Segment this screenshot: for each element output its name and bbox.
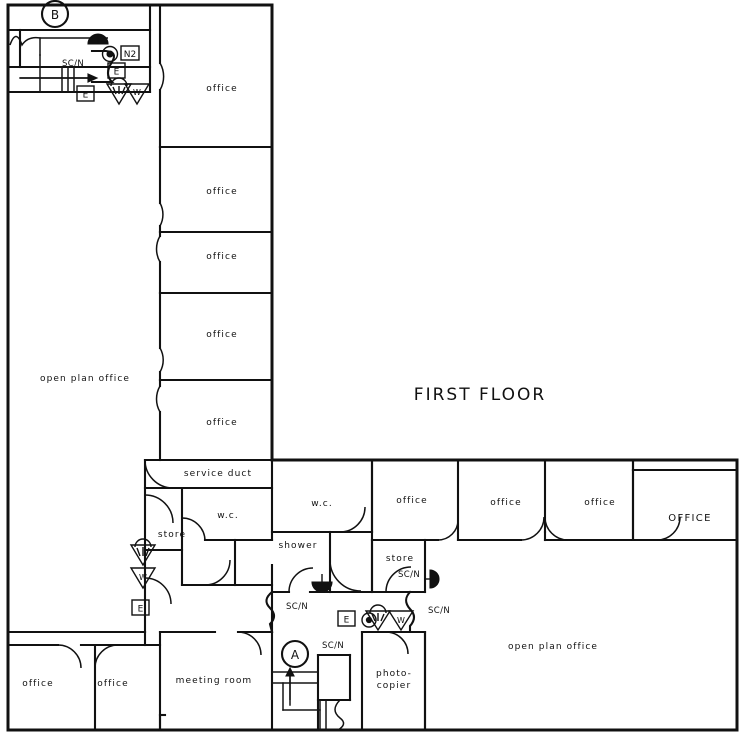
service-core-walls <box>143 458 274 634</box>
symbol-cluster-stair-b: SC/N N2 E E W <box>62 33 151 106</box>
room-label-office-5: office <box>206 418 237 428</box>
symbol-box-e-top-1: E <box>114 68 120 78</box>
room-label-office-7: office <box>490 498 521 508</box>
room-label-store-right: store <box>386 554 414 564</box>
annotation-sc-n-stair-a: SC/N <box>322 641 344 651</box>
bottom-left-walls <box>6 630 274 732</box>
stair-id-b: B <box>51 8 59 22</box>
sc-n-shower-lobby: SC/N <box>265 590 308 634</box>
shower-wc-walls <box>270 458 374 594</box>
symbol-w-store-left: W <box>139 573 147 582</box>
room-label-office-large: OFFICE <box>668 513 711 524</box>
symbol-box-e-top-2: E <box>83 91 89 101</box>
room-label-wc-left: w.c. <box>217 511 239 521</box>
symbol-box-n2: N2 <box>124 50 136 60</box>
annotation-sc-n-top: SC/N <box>62 59 84 69</box>
annotation-sc-n-open-plan: SC/N <box>428 606 450 616</box>
room-labels-lower: service duct store w.c. w.c. shower stor… <box>22 469 711 691</box>
room-label-photocopier-line2: copier <box>377 681 412 691</box>
stair-id-a: A <box>291 648 300 662</box>
room-label-office-2: office <box>206 187 237 197</box>
room-label-open-plan-office-right: open plan office <box>508 642 598 652</box>
room-label-office-3: office <box>206 252 237 262</box>
symbol-box-e-left-mid: E <box>138 605 144 615</box>
symbol-cluster-open-plan-entry: SC/N E W <box>337 590 450 634</box>
room-label-office-4: office <box>206 330 237 340</box>
room-label-wc-right: w.c. <box>311 499 333 509</box>
room-label-office-6: office <box>396 496 427 506</box>
office-column-partitions <box>143 3 274 462</box>
outer-walls <box>6 3 739 732</box>
room-label-office-8: office <box>584 498 615 508</box>
symbol-box-e-bottom-center: E <box>344 616 350 626</box>
symbol-w-top: W <box>133 88 141 97</box>
room-label-office-bottom-2: office <box>97 679 128 689</box>
stair-b-assembly: B <box>6 0 152 94</box>
page-title: FIRST FLOOR <box>414 385 546 405</box>
room-labels-upper: office office office office office open … <box>40 84 237 428</box>
right-wing-partitions <box>370 458 739 542</box>
room-label-service-duct: service duct <box>184 469 252 479</box>
annotation-sc-n-shower: SC/N <box>286 602 308 612</box>
annotation-sc-n-store-right: SC/N <box>398 570 420 580</box>
room-label-shower: shower <box>278 541 317 551</box>
room-label-open-plan-office-left: open plan office <box>40 374 130 384</box>
store-right-walls: SC/N <box>370 538 440 594</box>
symbol-cluster-store-left: W E <box>129 538 157 616</box>
room-label-store-left: store <box>158 530 186 540</box>
room-label-office-1: office <box>206 84 237 94</box>
room-label-photocopier-line1: photo- <box>376 669 412 679</box>
room-label-office-bottom-1: office <box>22 679 53 689</box>
stair-a-assembly: A SC/N <box>270 630 352 732</box>
room-label-meeting-room: meeting room <box>176 676 253 686</box>
symbol-w-bottom-center: W <box>397 616 405 625</box>
